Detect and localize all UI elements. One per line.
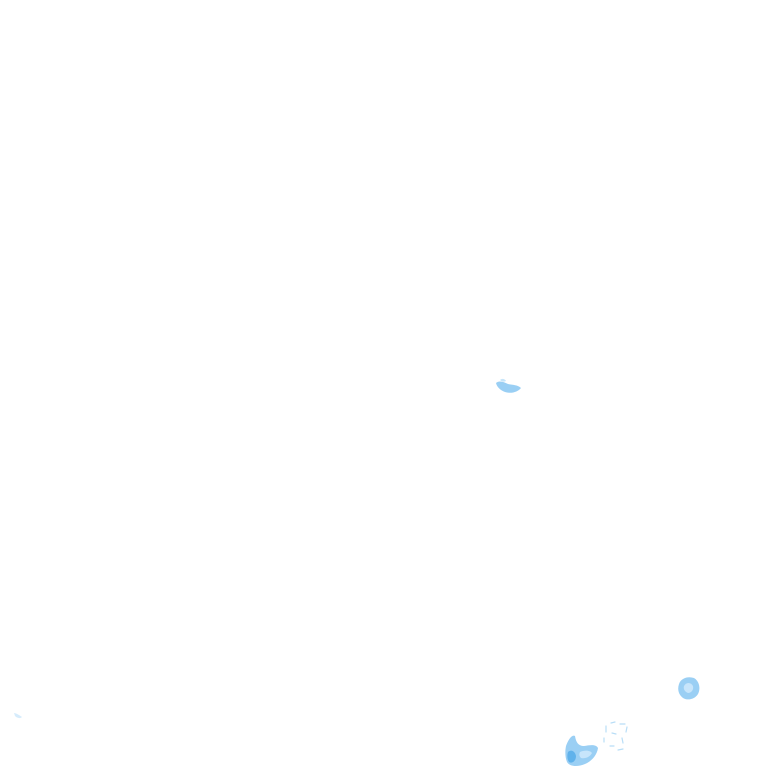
precip-echo-south	[565, 735, 598, 767]
precip-echo-center	[496, 378, 521, 393]
precip-echo-west	[14, 713, 22, 719]
precip-echo-east	[678, 677, 700, 700]
precip-echo-south-fragments	[603, 721, 628, 751]
